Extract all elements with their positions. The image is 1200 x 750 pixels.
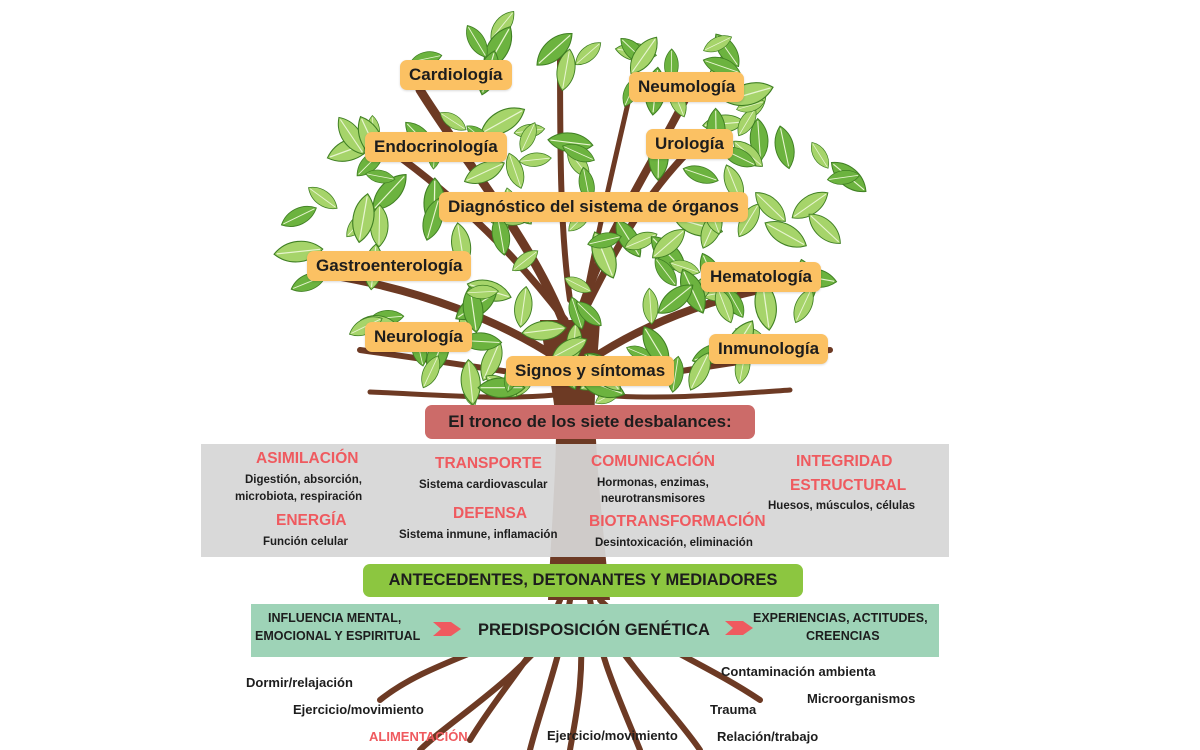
leaf — [466, 25, 488, 58]
antecedents-bar: ANTECEDENTES, DETONANTES Y MEDIADORES — [363, 564, 803, 597]
leaf — [575, 42, 602, 66]
leaf — [680, 268, 706, 314]
category-transporte: TRANSPORTE — [435, 455, 542, 472]
branch-label-hematologia: Hematología — [701, 262, 822, 292]
branch-label-diagnostico: Diagnóstico del sistema de órganos — [439, 192, 748, 222]
genetics-left-2: EMOCIONAL Y ESPIRITUAL — [255, 629, 421, 643]
arrow-right-icon — [433, 622, 461, 636]
category-defensa-desc: Sistema inmune, inflamación — [399, 529, 558, 541]
root-label-microorganismos: Microorganismos — [807, 691, 916, 706]
leaf — [669, 259, 701, 276]
branch-line — [597, 387, 793, 400]
leaf — [587, 232, 622, 249]
branch-label-inmunologia: Inmunología — [709, 334, 829, 364]
leaf — [657, 284, 694, 314]
leaf — [421, 355, 441, 389]
leaf — [365, 169, 396, 184]
leaf — [562, 143, 595, 163]
leaf — [810, 141, 830, 169]
branch-line — [386, 146, 569, 324]
leaf — [576, 301, 602, 327]
leaf — [463, 160, 505, 184]
leaf — [506, 152, 525, 189]
leaf — [793, 287, 814, 324]
leaf — [791, 191, 829, 219]
root-label-alimentacion: ALIMENTACIÓN — [369, 729, 468, 744]
leaf — [774, 125, 795, 170]
leaf — [519, 122, 537, 153]
category-integridad-1: INTEGRIDAD — [796, 453, 893, 470]
branch-line — [367, 389, 558, 400]
category-energia-desc: Función celular — [263, 536, 348, 548]
trunk-title: El tronco de los siete desbalances: — [425, 405, 755, 439]
leaf — [465, 284, 499, 300]
leaf — [564, 276, 592, 293]
category-transporte-desc: Sistema cardiovascular — [419, 479, 548, 491]
root-label-contaminacion: Contaminación ambienta — [721, 664, 876, 679]
leaf — [439, 112, 467, 131]
branch-label-endocrinologia: Endocrinología — [365, 132, 507, 162]
branch-label-neumologia: Neumología — [629, 72, 745, 102]
leaf — [280, 205, 317, 227]
leaf — [512, 250, 539, 272]
branch-line — [326, 271, 564, 364]
leaf — [337, 116, 365, 155]
genetics-bar — [251, 604, 939, 657]
leaf — [652, 229, 686, 259]
category-asimilacion-desc-2: microbiota, respiración — [235, 491, 363, 503]
leaf — [521, 320, 567, 341]
leaf — [703, 35, 733, 53]
category-comunicacion-desc-1: Hormonas, enzimas, — [597, 477, 709, 489]
arrow-right-icon — [725, 621, 753, 635]
root-label-dormir: Dormir/relajación — [246, 675, 353, 690]
branch-label-signos: Signos y síntomas — [506, 356, 675, 386]
leaf — [514, 285, 533, 328]
leaf — [422, 197, 444, 241]
category-asimilacion-desc-1: Digestión, absorción, — [245, 474, 362, 486]
leaf — [491, 214, 511, 256]
root-label-trauma: Trauma — [710, 702, 757, 717]
leaf — [654, 257, 677, 287]
leaf — [682, 165, 719, 184]
leaf — [808, 213, 841, 244]
leaf — [352, 193, 375, 244]
leaf — [308, 186, 338, 210]
branch-label-cardiologia: Cardiología — [400, 60, 512, 90]
category-biotransformacion: BIOTRANSFORMACIÓN — [589, 513, 766, 530]
leaf — [518, 152, 552, 167]
root-label-ejercicio-left: Ejercicio/movimiento — [293, 702, 424, 717]
leaf — [688, 352, 711, 391]
leaf — [536, 32, 573, 66]
branch-label-urologia: Urología — [646, 129, 733, 159]
leaf — [755, 192, 786, 222]
category-integridad-2: ESTRUCTURAL — [790, 477, 907, 494]
branch-label-neurologia: Neurología — [365, 322, 472, 352]
leaf — [737, 107, 757, 137]
category-integridad-desc: Huesos, músculos, células — [768, 500, 916, 512]
imbalances-panel — [201, 444, 949, 557]
category-comunicacion-desc-2: neurotransmisores — [601, 493, 706, 505]
category-biotransformacion-desc: Desintoxicación, eliminación — [595, 537, 753, 549]
leaf — [642, 287, 659, 325]
category-asimilacion: ASIMILACIÓN — [256, 450, 359, 467]
category-comunicacion: COMUNICACIÓN — [591, 453, 715, 470]
leaf — [826, 170, 861, 185]
genetics-right-2: CREENCIAS — [806, 629, 880, 643]
genetics-right-1: EXPERIENCIAS, ACTITUDES, — [753, 611, 928, 625]
leaf — [764, 221, 807, 248]
genetics-center: PREDISPOSICIÓN GENÉTICA — [478, 621, 710, 639]
root-label-ejercicio-center: Ejercicio/movimiento — [547, 728, 678, 743]
leaf — [624, 231, 658, 251]
leaf — [556, 48, 576, 92]
genetics-left-1: INFLUENCIA MENTAL, — [268, 611, 402, 625]
root-label-relacion: Relación/trabajo — [717, 729, 819, 744]
branch-label-gastroenterologia: Gastroenterología — [307, 251, 472, 281]
category-energia: ENERGÍA — [276, 512, 347, 529]
category-defensa: DEFENSA — [453, 505, 528, 522]
leaf — [460, 358, 481, 406]
